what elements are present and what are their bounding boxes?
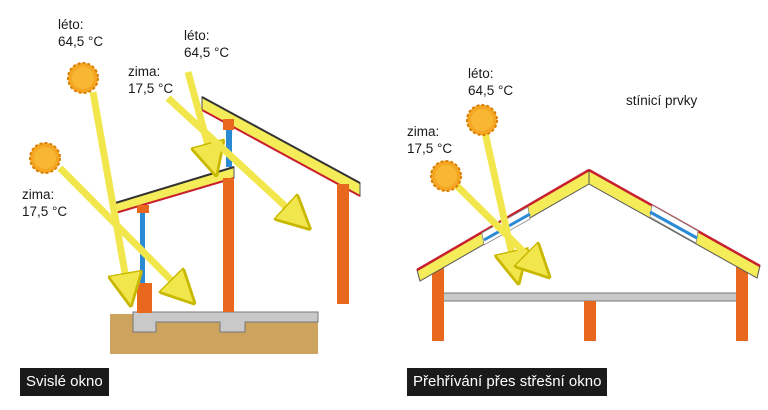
temperature-text: 17,5 °C [407, 141, 453, 156]
ray-winter-b [165, 95, 298, 218]
post-mid-lower [223, 178, 234, 312]
season-text: zima: [22, 187, 55, 202]
left-rays [57, 71, 298, 292]
temperature-text: 64,5 °C [58, 34, 104, 49]
right-rays [450, 127, 538, 268]
ray-winter-right [450, 179, 538, 266]
shading-label: stínicí prvky [626, 93, 698, 108]
post-left-upper [137, 205, 149, 213]
lower-roof [111, 166, 235, 215]
post-right [337, 184, 349, 304]
caption-roof-window: Přehřívání přes střešní okno [407, 368, 608, 396]
temperature-text: 64,5 °C [184, 45, 230, 60]
ray-winter-a [57, 165, 183, 292]
caption-vertical-window: Svislé okno [20, 368, 109, 396]
label-winter-b: zima: 17,5 °C [128, 63, 173, 97]
post-mid-upper [223, 119, 234, 130]
label-summer-right: léto: 64,5 °C [468, 65, 513, 99]
label-summer-a: léto: 64,5 °C [58, 16, 103, 50]
season-text: léto: [58, 17, 84, 32]
ceiling-beam [438, 292, 741, 302]
season-text: léto: [184, 28, 210, 43]
label-winter-right: zima: 17,5 °C [407, 123, 452, 157]
season-text: zima: [128, 64, 161, 79]
ray-summer-b [184, 71, 212, 160]
temperature-text: 64,5 °C [468, 83, 514, 98]
post-right-left [432, 266, 444, 341]
sun-icon [67, 62, 99, 94]
sun-icon [430, 160, 462, 192]
season-text: zima: [407, 124, 440, 139]
ray-summer-a [89, 91, 128, 290]
season-text: léto: [468, 66, 494, 81]
ray-summer-right [480, 127, 515, 268]
floor-slab [132, 311, 319, 333]
post-right-mid [584, 301, 596, 341]
temperature-text: 17,5 °C [128, 81, 174, 96]
window-mid [226, 130, 232, 167]
post-right-right [736, 266, 748, 341]
temperature-text: 17,5 °C [22, 204, 68, 219]
label-summer-b: léto: 64,5 °C [184, 27, 229, 61]
label-winter-a: zima: 17,5 °C [22, 186, 67, 220]
left-house [110, 96, 361, 354]
post-left-lower [137, 283, 152, 313]
sun-icon [29, 142, 61, 174]
sun-icon [466, 104, 498, 136]
